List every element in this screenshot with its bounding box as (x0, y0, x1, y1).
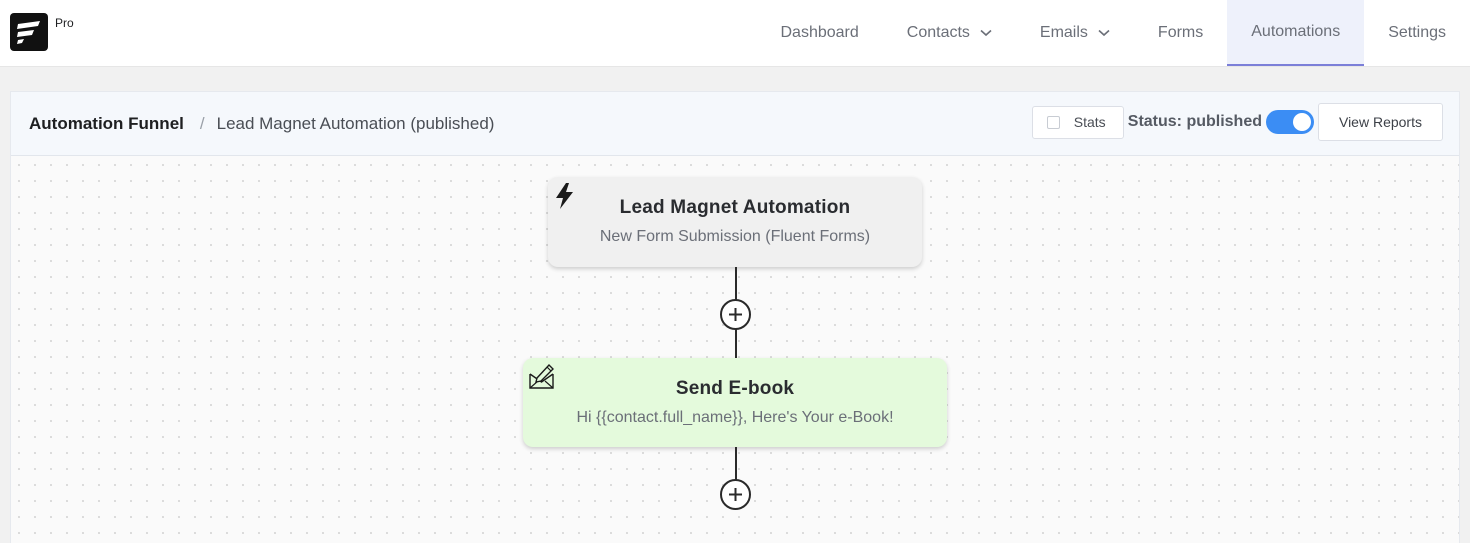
connector-line (735, 267, 737, 301)
main-nav: Dashboard Contacts Emails Forms Automati… (756, 0, 1470, 66)
nav-settings[interactable]: Settings (1364, 0, 1470, 66)
automation-canvas: Lead Magnet Automation New Form Submissi… (11, 157, 1459, 543)
nav-dashboard[interactable]: Dashboard (756, 0, 882, 66)
stats-checkbox[interactable] (1046, 115, 1060, 129)
nav-contacts-label: Contacts (906, 24, 970, 41)
stats-label: Stats (1073, 114, 1106, 130)
add-step-button[interactable] (720, 299, 751, 330)
nav-automations[interactable]: Automations (1227, 0, 1365, 66)
connector-line (735, 329, 737, 359)
connector-line (735, 447, 737, 480)
add-step-button[interactable] (720, 479, 751, 510)
lightning-icon (552, 181, 578, 216)
breadcrumb-current: Lead Magnet Automation (published) (216, 114, 495, 133)
status-toggle[interactable] (1266, 110, 1314, 134)
breadcrumb: Automation Funnel / Lead Magnet Automati… (29, 114, 494, 134)
panel-header: Automation Funnel / Lead Magnet Automati… (11, 92, 1459, 156)
trigger-title: Lead Magnet Automation (619, 197, 851, 218)
action-title: Send E-book (675, 378, 795, 399)
trigger-subtitle: New Form Submission (Fluent Forms) (599, 228, 871, 245)
nav-automations-label: Automations (1251, 23, 1341, 40)
send-email-action-block[interactable]: Send E-book Hi {{contact.full_name}}, He… (523, 358, 947, 447)
view-reports-button[interactable]: View Reports (1318, 103, 1443, 141)
header-actions: Stats Status: published View Reports (1031, 103, 1443, 141)
email-edit-icon (527, 362, 557, 395)
nav-settings-label: Settings (1388, 24, 1446, 41)
nav-forms-label: Forms (1157, 24, 1204, 41)
action-subtitle: Hi {{contact.full_name}}, Here's Your e-… (576, 409, 894, 426)
nav-contacts[interactable]: Contacts (883, 0, 1016, 66)
nav-emails[interactable]: Emails (1016, 0, 1134, 66)
nav-forms[interactable]: Forms (1134, 0, 1227, 66)
app-logo-icon[interactable] (10, 13, 48, 51)
breadcrumb-root-link[interactable]: Automation Funnel (29, 114, 184, 133)
chevron-down-icon (980, 29, 992, 37)
nav-emails-label: Emails (1039, 24, 1088, 41)
toggle-knob (1293, 113, 1311, 131)
pro-badge: Pro (55, 16, 74, 30)
breadcrumb-separator: / (199, 114, 205, 133)
automation-panel: Automation Funnel / Lead Magnet Automati… (10, 91, 1460, 543)
trigger-block[interactable]: Lead Magnet Automation New Form Submissi… (548, 177, 922, 267)
top-navigation-bar: Pro Dashboard Contacts Emails Forms Auto… (0, 0, 1470, 67)
stats-checkbox-button[interactable]: Stats (1031, 105, 1124, 139)
status-label: Status: published (1127, 113, 1262, 130)
chevron-down-icon (1098, 29, 1110, 37)
nav-dashboard-label: Dashboard (780, 24, 859, 41)
